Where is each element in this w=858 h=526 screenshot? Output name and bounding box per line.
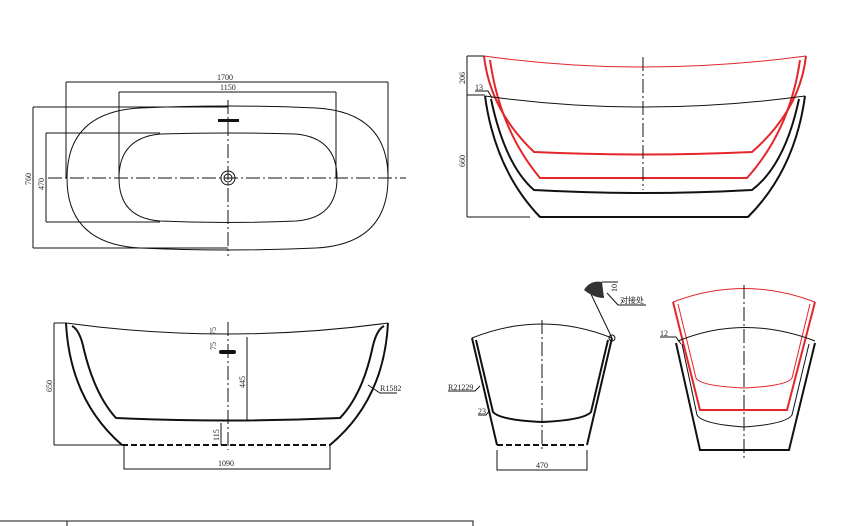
joint-detail-icon [584,281,604,298]
dim-gap: 12 [660,329,668,338]
dim-base-to-drain: 115 [212,429,221,441]
dim-stack-offset: 206 [458,72,467,84]
dim-radius: R1582 [380,384,401,393]
rim-line [484,95,806,108]
overflow-icon [219,350,236,354]
dim-width: 760 [24,173,33,185]
outer-outline [66,105,389,251]
dim-length: 1700 [217,73,233,82]
overflow-icon [218,119,239,122]
dim-inner-width: 470 [37,178,46,190]
dim-height: 650 [45,380,54,392]
outer-shell [65,322,389,446]
dim-inner-length: 1150 [220,83,236,92]
dim-radius: R21229 [448,383,473,392]
dim-base-width: 470 [536,461,548,470]
title-block [0,520,474,526]
drain-icon [220,170,236,186]
outer-shell [471,337,613,446]
stacked-rim [483,55,807,68]
dim-gap: 13 [475,83,483,92]
dim-base-length: 1090 [218,459,234,468]
inner-shell [681,343,810,428]
dim-detail-size: 10 [610,284,619,292]
outer-shell [484,95,806,218]
stacked-side-view: 206 660 13 [458,55,807,218]
stacked-inner-shell [483,55,807,156]
end-view: 10 对接处 R21229 23 470 [448,281,646,471]
rim-line [65,322,389,335]
joint-label: 对接处 [620,295,644,305]
dim-height: 660 [458,155,467,167]
stacked-outer-shell [672,301,816,411]
dim-overflow-top: 75 [209,327,218,335]
top-view: 1700 1150 760 470 [24,73,406,256]
dim-overflow-gap: 75 [209,342,218,350]
rim-arc [677,327,816,342]
dim-thickness: 23 [478,407,486,416]
inner-shell [490,98,800,194]
side-view: 650 75 75 445 115 1090 R1582 [45,322,401,470]
dim-depth: 445 [238,376,247,388]
stacked-inner-shell [677,303,811,389]
stacked-end-view: 12 [660,285,816,460]
stacked-outer-shell [489,59,801,179]
